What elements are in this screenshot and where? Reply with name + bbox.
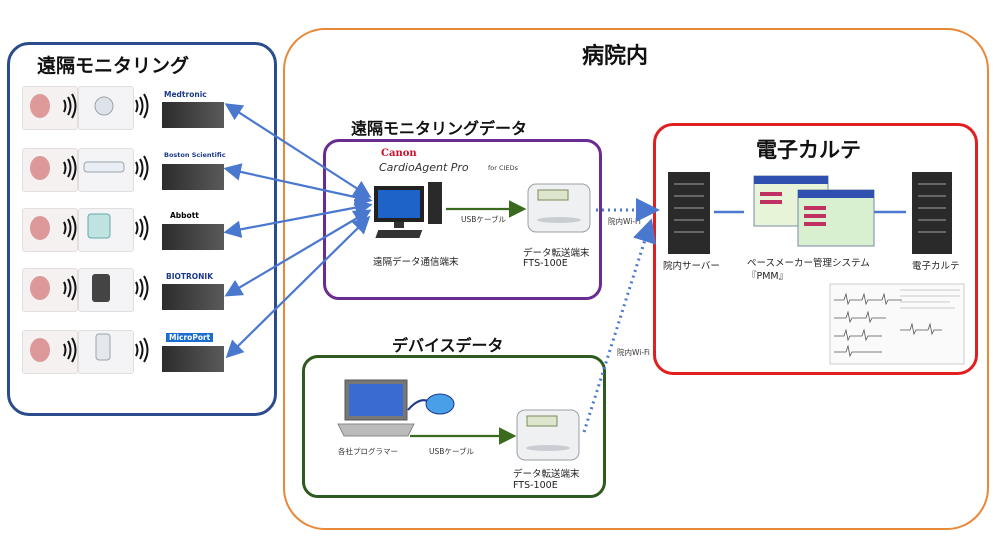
programmer-label: 各社プログラマー bbox=[338, 447, 398, 456]
remote-data-title: 遠隔モニタリングデータ bbox=[351, 119, 528, 138]
transfer-device-icon bbox=[527, 183, 591, 233]
usb-cable-label: USBケーブル bbox=[429, 447, 474, 456]
emr-frame bbox=[653, 123, 978, 375]
pmm-name: 『PMM』 bbox=[747, 271, 789, 282]
canon-logo: Canon bbox=[381, 148, 417, 159]
manufacturer-label: MicroPort bbox=[166, 333, 214, 342]
transfer-terminal-model: FTS-100E bbox=[523, 258, 568, 269]
wifi-label: 院内Wi-Fi bbox=[608, 217, 641, 226]
emr-label: 電子カルテ bbox=[912, 261, 960, 272]
wifi-label: 院内Wi-Fi bbox=[617, 348, 650, 357]
remote-monitoring-title: 遠隔モニタリング bbox=[37, 55, 190, 77]
transfer-terminal-model: FTS-100E bbox=[513, 480, 558, 491]
transfer-terminal-label: データ転送端末 bbox=[523, 248, 590, 259]
manufacturer-label: Boston Scientific bbox=[164, 151, 226, 159]
laptop-programmer-icon bbox=[337, 379, 455, 437]
transmitter-icons bbox=[83, 96, 125, 361]
manufacturer-label: Medtronic bbox=[164, 90, 207, 99]
manufacturer-label: Abbott bbox=[170, 211, 199, 220]
emr-title: 電子カルテ bbox=[756, 138, 861, 162]
device-data-title: デバイスデータ bbox=[392, 336, 504, 355]
ecg-report-image bbox=[829, 283, 965, 365]
wireless-wave-icons bbox=[63, 93, 149, 363]
hospital-title: 病院内 bbox=[582, 44, 649, 69]
cardioagent-logo: CardioAgent Pro bbox=[379, 161, 469, 174]
manufacturer-server-icons bbox=[162, 102, 224, 372]
device-data-frame bbox=[302, 355, 606, 498]
wifi-arrow bbox=[582, 218, 656, 433]
manufacturer-label: BIOTRONIK bbox=[166, 272, 214, 281]
transfer-device-icon bbox=[516, 409, 580, 461]
pmm-screens-image bbox=[753, 175, 875, 247]
server-to-terminal-arrows bbox=[223, 103, 373, 359]
emr-server-icon bbox=[912, 172, 952, 254]
remote-terminal-label: 遠隔データ通信端末 bbox=[373, 257, 459, 268]
hospital-server-label: 院内サーバー bbox=[663, 261, 720, 272]
cardioagent-sub: for CIEDs bbox=[488, 164, 518, 172]
hospital-server-icon bbox=[668, 172, 710, 254]
patient-heart-icons bbox=[30, 94, 50, 362]
transfer-terminal-label: データ転送端末 bbox=[513, 469, 580, 480]
usb-cable-label: USBケーブル bbox=[461, 215, 506, 224]
desktop-pc-icon bbox=[374, 182, 442, 238]
pmm-label: ペースメーカー管理システム bbox=[747, 258, 870, 269]
